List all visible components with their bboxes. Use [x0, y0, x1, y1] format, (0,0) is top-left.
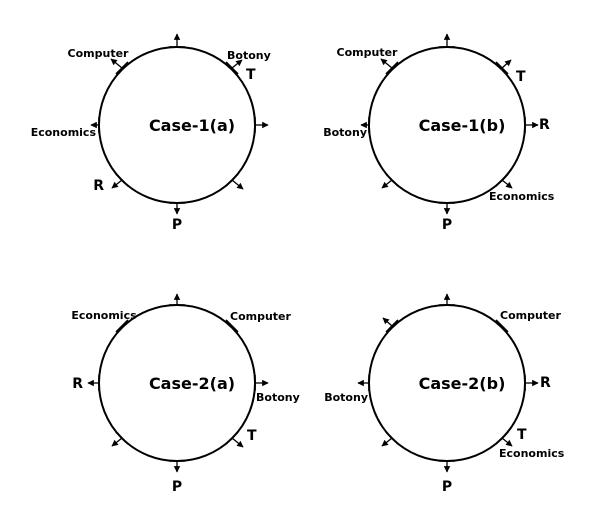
- case-title: Case-1(a): [149, 116, 235, 135]
- seat-label: Computer: [337, 46, 399, 59]
- diagram-case-2a: Case-2(a) Computer Botony T P R Economic…: [71, 293, 300, 495]
- seat-label: R: [539, 117, 550, 133]
- seat-label: R: [540, 375, 551, 391]
- seat-label: Economics: [31, 126, 97, 139]
- case-title: Case-1(b): [419, 116, 506, 135]
- seat-markers: [90, 33, 269, 215]
- seat-label: Computer: [230, 310, 292, 323]
- seat-label: Economics: [71, 309, 137, 322]
- seat-label: R: [93, 178, 104, 194]
- seat-label: Botony: [323, 126, 367, 139]
- seat-label: Botony: [227, 49, 271, 62]
- diagram-case-2b: Case-2(b) Computer R T Economics P Boton…: [324, 293, 565, 495]
- seat-label: Computer: [500, 309, 562, 322]
- seat-markers: [87, 293, 269, 473]
- seat-label: P: [442, 479, 452, 495]
- seat-markers: [360, 33, 539, 215]
- seat-label: P: [172, 217, 182, 233]
- diagram-case-1b: Case-1(b) T R Economics P Botony Compute…: [323, 33, 555, 233]
- seat-label: P: [172, 479, 182, 495]
- seat-markers: [357, 293, 539, 473]
- seat-label: T: [516, 69, 526, 85]
- seat-label: T: [247, 428, 257, 444]
- seat-label: T: [517, 427, 527, 443]
- seat-label: Botony: [256, 391, 300, 404]
- seat-label: T: [246, 67, 256, 83]
- case-title: Case-2(a): [149, 374, 235, 393]
- seat-label: R: [72, 376, 83, 392]
- seat-label: Computer: [68, 47, 130, 60]
- seat-label: Botony: [324, 391, 368, 404]
- diagram-case-1a: Case-1(a) Botony T P R Economics Compute…: [31, 33, 271, 233]
- seat-label: P: [442, 217, 452, 233]
- seat-label: Economics: [489, 190, 555, 203]
- case-title: Case-2(b): [419, 374, 506, 393]
- seat-label: Economics: [499, 447, 565, 460]
